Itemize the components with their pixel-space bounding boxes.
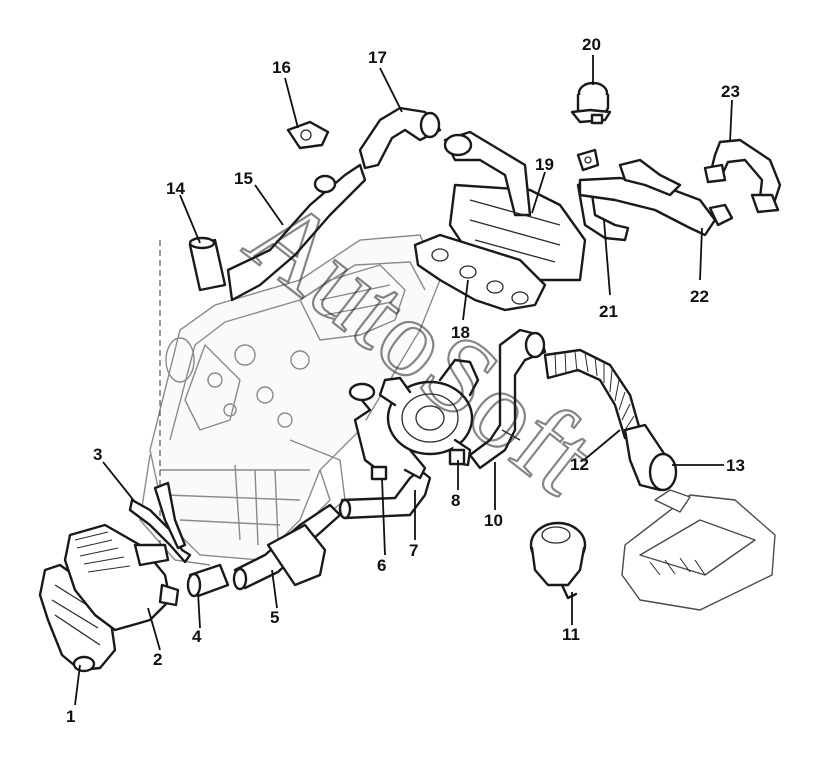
- part-18-gasket: [413, 233, 547, 312]
- callout-10: 10: [484, 511, 503, 530]
- part-5-intake-hose: [232, 503, 342, 591]
- callout-20: 20: [582, 35, 601, 54]
- part-23-egr-pipe: [703, 138, 782, 214]
- callout-15: 15: [234, 169, 253, 188]
- callout-3: 3: [93, 445, 102, 464]
- callout-4: 4: [192, 627, 202, 646]
- callout-13: 13: [726, 456, 745, 475]
- air-filter-box: [621, 489, 776, 611]
- callout-labels: 1 2 3 4 5 6 7 8 10 11 12 13 14 15 16 17 …: [66, 35, 745, 726]
- part-3-bracket: [128, 481, 192, 564]
- part-7-elbow-hose: [338, 468, 432, 520]
- callout-19: 19: [535, 155, 554, 174]
- callout-21: 21: [599, 302, 618, 321]
- callout-23: 23: [721, 82, 740, 101]
- callout-2: 2: [153, 650, 162, 669]
- callout-7: 7: [409, 541, 418, 560]
- leader-lines: [74, 55, 733, 706]
- part-20-egr-valve: [570, 81, 612, 125]
- callout-18: 18: [451, 323, 470, 342]
- callout-11: 11: [562, 625, 580, 644]
- callout-17: 17: [368, 48, 387, 67]
- engine-block: [139, 234, 441, 566]
- part-2-resonator: [63, 523, 180, 632]
- part-15-intake-pipe: [226, 163, 367, 302]
- part-14-pipe: [188, 236, 227, 292]
- part-12-corrugated-hose: [543, 348, 642, 440]
- part-17-bent-hose: [358, 106, 442, 170]
- part-4-hose: [186, 563, 230, 598]
- part-22-egr-rail: [578, 158, 734, 237]
- callout-14: 14: [166, 179, 185, 198]
- part-19-intake-manifold: [443, 130, 587, 282]
- callout-6: 6: [377, 556, 386, 575]
- part-11-canister: [529, 521, 587, 600]
- part-8-turbocharger: [378, 358, 480, 480]
- callout-16: 16: [272, 58, 291, 77]
- callout-1: 1: [66, 707, 75, 726]
- callout-12: 12: [570, 455, 589, 474]
- part-13-hose: [623, 423, 678, 492]
- part-16-gasket: [286, 120, 330, 150]
- callout-22: 22: [690, 287, 709, 306]
- callout-8: 8: [451, 491, 460, 510]
- part-6-sensor: [348, 382, 388, 481]
- callout-5: 5: [270, 608, 279, 627]
- part-1-intake-duct: [38, 563, 117, 673]
- part-10-outlet-hose: [468, 328, 547, 470]
